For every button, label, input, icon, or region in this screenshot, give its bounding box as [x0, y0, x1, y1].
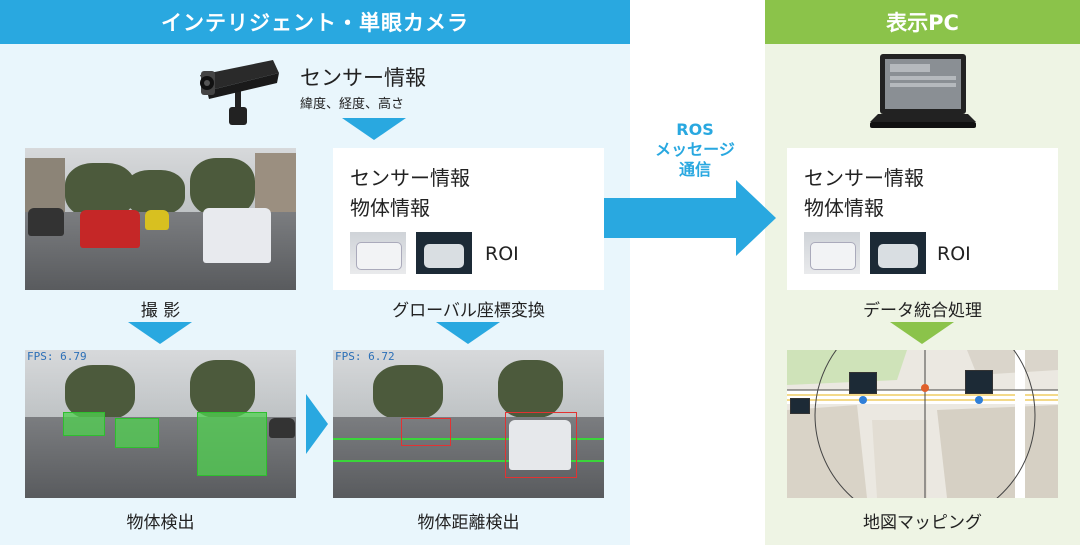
ros-line3: 通信 — [678, 160, 711, 179]
display-pc-panel-title: 表示PC — [765, 0, 1080, 44]
info-box-camera: センサー情報 物体情報 ROI — [333, 148, 604, 290]
roi-label-pc: ROI — [937, 243, 971, 265]
map-graphics — [787, 350, 1058, 498]
roi-thumbnail-pc-2 — [870, 232, 926, 274]
capture-photo — [25, 148, 296, 290]
map-pin-1[interactable] — [859, 396, 867, 404]
ros-message-label: ROS メッセージ 通信 — [640, 120, 750, 180]
data-integration-label: データ統合処理 — [863, 301, 982, 321]
map-vehicle-thumb-3[interactable] — [790, 398, 810, 414]
arrow-down-capture — [128, 322, 192, 344]
global-transform-label: グローバル座標変換 — [392, 301, 545, 321]
roi-label: ROI — [485, 243, 519, 265]
sensor-info-title: センサー情報 — [300, 66, 426, 90]
security-camera-icon — [200, 60, 279, 125]
roi-thumbnail-1 — [350, 232, 406, 274]
ros-arrow-shaft — [604, 198, 740, 238]
sensor-info-subtitle: 緯度、経度、高さ — [300, 97, 405, 112]
info-box-pc: センサー情報 物体情報 ROI — [787, 148, 1058, 290]
info-object-label-pc: 物体情報 — [804, 196, 884, 220]
distance-detection-label: 物体距離検出 — [417, 513, 520, 533]
arrow-down-sensor — [342, 118, 406, 140]
detection-photo: FPS: 6.79 — [25, 350, 296, 498]
arrow-up-transform — [436, 322, 500, 344]
camera-panel-title: インテリジェント・単眼カメラ — [0, 0, 630, 44]
fps-readout-detection: FPS: 6.79 — [27, 350, 87, 363]
info-object-label: 物体情報 — [350, 196, 430, 220]
laptop-icon — [870, 54, 976, 128]
map-vehicle-thumb-2[interactable] — [965, 370, 993, 394]
map-pin-2[interactable] — [975, 396, 983, 404]
arrow-right-detection — [306, 394, 328, 454]
map-vehicle-thumb-1[interactable] — [849, 372, 877, 394]
info-sensor-label-pc: センサー情報 — [804, 166, 924, 190]
detection-label: 物体検出 — [126, 513, 195, 533]
map-mapping-label: 地図マッピング — [863, 513, 982, 533]
ros-line2: メッセージ — [655, 140, 735, 159]
fps-readout-distance: FPS: 6.72 — [335, 350, 395, 363]
arrow-down-integration — [890, 322, 954, 344]
roi-thumbnail-2 — [416, 232, 472, 274]
ros-arrow-head — [736, 180, 776, 256]
capture-label: 撮 影 — [140, 301, 181, 321]
roi-thumbnail-pc-1 — [804, 232, 860, 274]
ros-line1: ROS — [676, 120, 714, 139]
info-sensor-label: センサー情報 — [350, 166, 470, 190]
distance-detection-photo: FPS: 6.72 — [333, 350, 604, 498]
map-view[interactable] — [787, 350, 1058, 498]
